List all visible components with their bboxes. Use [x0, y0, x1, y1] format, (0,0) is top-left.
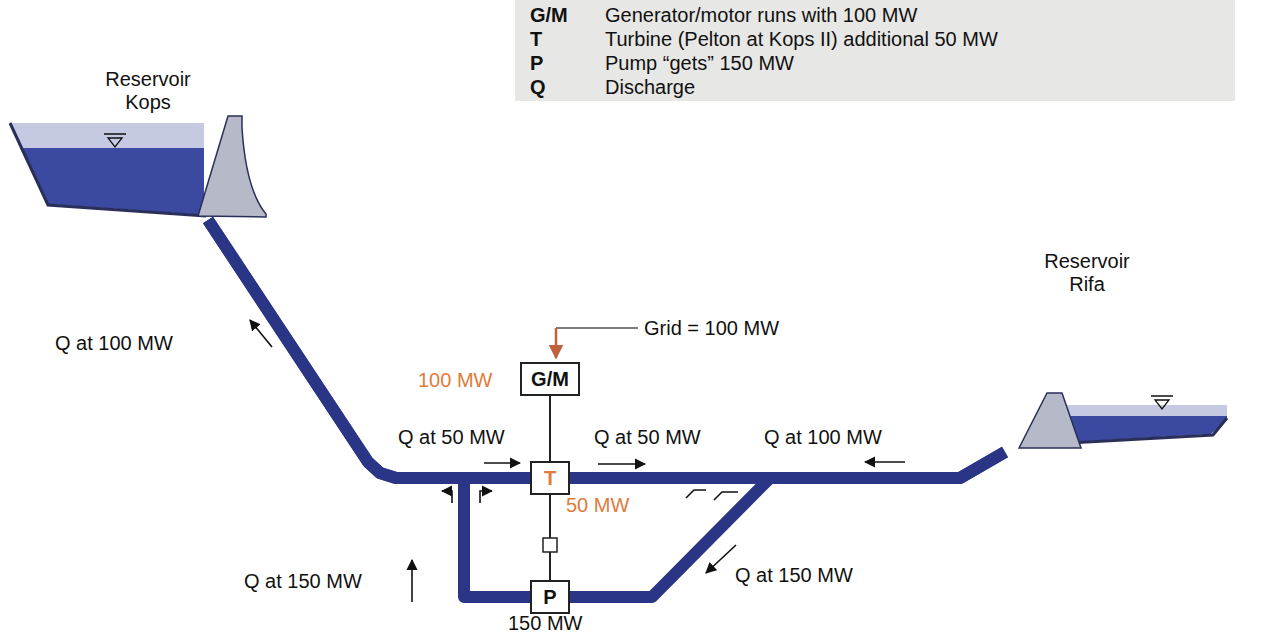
reservoir: Reservoir Kops	[8, 68, 270, 220]
machine-letter: T	[541, 467, 559, 489]
reservoir-name: Reservoir Rifa	[1030, 250, 1144, 296]
reservoir-shape	[8, 68, 270, 220]
machine-box: P	[530, 580, 570, 614]
flow-label: Q at 100 MW	[764, 426, 882, 448]
flow-label: Q at 150 MW	[244, 570, 362, 592]
legend-entry: Generator/motor runs with 100 MW	[605, 4, 917, 26]
flow-label: 100 MW	[418, 369, 492, 391]
pipe	[570, 452, 1005, 597]
flow-arrows	[250, 320, 905, 602]
reservoir-name: Reservoir Kops	[86, 68, 210, 114]
legend-entry: P	[530, 52, 543, 74]
flow-label: 50 MW	[566, 494, 629, 516]
legend-entry: Pump “gets” 150 MW	[605, 52, 794, 74]
shaft	[549, 396, 551, 461]
legend-entry: Turbine (Pelton at Kops II) additional 5…	[605, 28, 998, 50]
flow-label: Q at 150 MW	[735, 564, 853, 586]
machine-box: G/M	[520, 362, 580, 396]
legend-entry: Q	[530, 76, 546, 98]
legend-entry: Discharge	[605, 76, 695, 98]
legend-panel	[515, 0, 1235, 101]
coupling	[543, 538, 557, 552]
machine-box: T	[530, 461, 570, 495]
machine-letter: G/M	[531, 368, 569, 390]
flow-label: Q at 50 MW	[398, 426, 505, 448]
flow-label: 150 MW	[508, 612, 582, 634]
pipe	[208, 220, 530, 597]
grid-line	[556, 327, 638, 329]
machine-letter: P	[541, 586, 559, 608]
pipe	[208, 220, 530, 478]
legend-entry: T	[530, 28, 542, 50]
reservoir: Reservoir Rifa	[1005, 250, 1230, 460]
legend-entry: G/M	[530, 4, 568, 26]
flow-label: Q at 50 MW	[594, 426, 701, 448]
flow-label: Grid = 100 MW	[644, 317, 779, 339]
grid-arrow	[555, 328, 558, 358]
reservoir-shape	[1005, 250, 1230, 460]
flow-label: Q at 100 MW	[55, 332, 173, 354]
